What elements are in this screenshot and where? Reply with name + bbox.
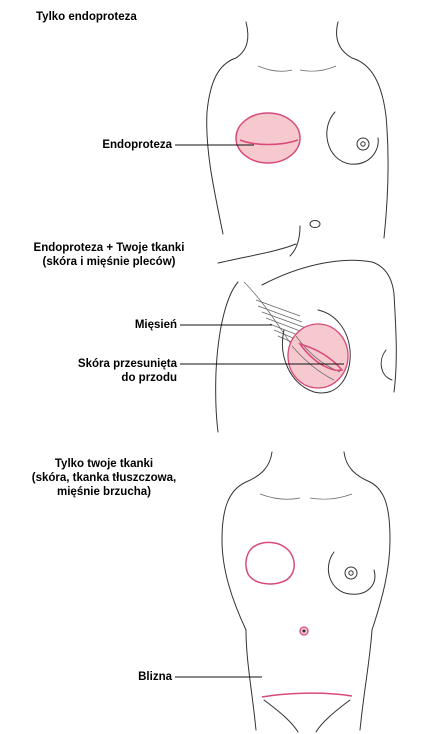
- fig2-arm-upper: [218, 244, 296, 263]
- figure-implant-plus-tissue: [180, 226, 396, 432]
- figure-own-tissue: [175, 452, 390, 732]
- fig1-implant: [236, 113, 300, 163]
- fig2-back: [394, 294, 396, 392]
- fig1-shoulder-left: [207, 58, 236, 234]
- fig1-clavicle-right: [300, 66, 336, 71]
- fig1-breast-right: [327, 112, 378, 164]
- fig3-clavicle-left: [260, 494, 300, 499]
- fig1-nipple-inner: [361, 142, 365, 146]
- fig2-implant: [288, 324, 348, 388]
- fig1-shoulder-right: [352, 58, 388, 238]
- fig2-muscle-fiber-3: [262, 312, 306, 328]
- fig2-shoulder: [262, 260, 394, 294]
- fig1-neck-left: [236, 22, 248, 58]
- fig2-arm-left: [216, 282, 238, 432]
- fig1-nipple-outer: [357, 138, 369, 150]
- fig1-navel: [310, 221, 320, 228]
- fig3-hip-right: [360, 630, 372, 730]
- fig3-shoulder-right: [370, 482, 390, 630]
- fig3-neck-left: [246, 452, 272, 482]
- fig3-abdomen-scar: [262, 693, 352, 697]
- fig3-breast-right: [328, 552, 375, 594]
- fig3-shoulder-left: [222, 482, 246, 630]
- figure-implant-only: [175, 22, 388, 238]
- fig2-neck: [290, 226, 300, 256]
- fig3-groin-right: [316, 700, 350, 732]
- fig3-nipple-outer: [345, 567, 357, 579]
- fig3-flap-outline: [246, 542, 294, 584]
- fig3-hip-left: [246, 630, 256, 730]
- fig3-nipple-inner: [349, 571, 353, 575]
- fig3-navel-center: [303, 630, 306, 633]
- fig3-groin-left: [264, 700, 298, 732]
- fig1-clavicle-left: [258, 66, 292, 71]
- fig3-clavicle-right: [310, 494, 352, 499]
- fig3-neck-right: [344, 452, 370, 482]
- fig1-neck-right: [337, 22, 352, 58]
- fig2-breast-right: [381, 350, 392, 380]
